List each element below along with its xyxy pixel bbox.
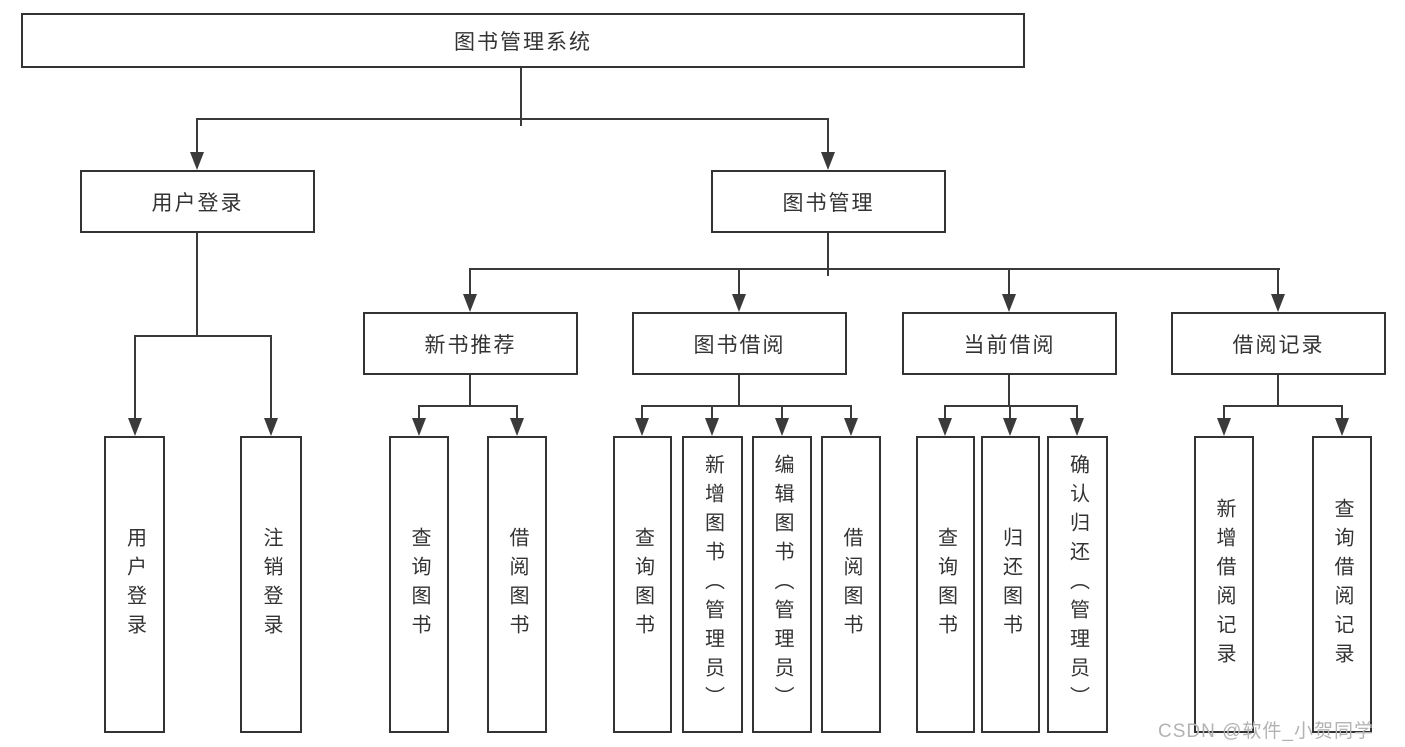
connector-line xyxy=(1008,268,1010,296)
leaf-logout: 注销登录 xyxy=(240,436,302,733)
connector-line xyxy=(1076,405,1078,420)
connector-line xyxy=(944,405,1078,407)
arrow-down-icon xyxy=(510,418,524,436)
node-label: 图书借阅 xyxy=(693,333,786,357)
connector-line xyxy=(134,335,136,420)
arrow-down-icon xyxy=(1271,294,1285,312)
connector-line xyxy=(827,233,829,269)
node-label: 归还图书 xyxy=(999,526,1022,643)
csdn-watermark: CSDN @软件_小贺同学 xyxy=(1158,721,1374,742)
arrow-down-icon xyxy=(705,418,719,436)
node-label: 编辑图书（管理员） xyxy=(771,454,793,715)
leaf-return-books: 归还图书 xyxy=(981,436,1040,733)
leaf-edit-books-admin: 编辑图书（管理员） xyxy=(752,436,812,733)
connector-line xyxy=(196,118,198,154)
node-label: 确认归还（管理员） xyxy=(1066,454,1089,715)
node-label: 借阅记录 xyxy=(1232,333,1325,357)
connector-line xyxy=(1223,405,1225,420)
arrow-down-icon xyxy=(844,418,858,436)
connector-line xyxy=(196,118,829,120)
connector-line xyxy=(1277,268,1279,296)
arrow-down-icon xyxy=(1217,418,1231,436)
node-label: 新书推荐 xyxy=(424,333,517,357)
connector-line xyxy=(469,268,471,296)
connector-line xyxy=(738,268,740,296)
connector-line xyxy=(520,118,522,126)
node-borrowing-records: 借阅记录 xyxy=(1171,312,1386,375)
arrow-down-icon xyxy=(732,294,746,312)
node-label: 查询借阅记录 xyxy=(1331,497,1353,672)
arrow-down-icon xyxy=(190,152,204,170)
node-label: 查询图书 xyxy=(934,526,957,643)
node-label: 注销登录 xyxy=(260,526,282,643)
node-user-login: 用户登录 xyxy=(80,170,315,233)
connector-line xyxy=(196,233,198,337)
connector-line xyxy=(738,375,740,407)
arrow-down-icon xyxy=(775,418,789,436)
leaf-confirm-return-admin: 确认归还（管理员） xyxy=(1047,436,1108,733)
node-book-management: 图书管理 xyxy=(711,170,946,233)
connector-line xyxy=(850,405,852,420)
leaf-query-borrow-record: 查询借阅记录 xyxy=(1312,436,1372,733)
leaf-query-books-current: 查询图书 xyxy=(916,436,975,733)
leaf-query-books-borrowing: 查询图书 xyxy=(613,436,672,733)
connector-line xyxy=(1341,405,1343,420)
connector-line xyxy=(1223,405,1342,407)
connector-line xyxy=(520,68,522,119)
connector-line xyxy=(827,268,829,276)
connector-line xyxy=(641,405,851,407)
node-book-borrowing: 图书借阅 xyxy=(632,312,847,375)
connector-line xyxy=(641,405,643,420)
connector-line xyxy=(270,335,272,420)
connector-line xyxy=(469,375,471,407)
arrow-down-icon xyxy=(821,152,835,170)
arrow-down-icon xyxy=(635,418,649,436)
node-label: 图书管理 xyxy=(782,191,875,215)
node-new-book-recommend: 新书推荐 xyxy=(363,312,578,375)
connector-line xyxy=(781,405,783,420)
node-current-borrowing: 当前借阅 xyxy=(902,312,1117,375)
node-label: 新增借阅记录 xyxy=(1213,497,1235,672)
arrow-down-icon xyxy=(128,418,142,436)
connector-line xyxy=(711,405,713,420)
node-label: 借阅图书 xyxy=(506,526,528,643)
arrow-down-icon xyxy=(1003,418,1017,436)
arrow-down-icon xyxy=(1002,294,1016,312)
node-label: 当前借阅 xyxy=(963,333,1056,357)
arrow-down-icon xyxy=(938,418,952,436)
node-label: 用户登录 xyxy=(123,526,146,643)
node-label: 借阅图书 xyxy=(840,526,862,643)
leaf-borrow-books-recommend: 借阅图书 xyxy=(487,436,547,733)
node-label: 用户登录 xyxy=(151,191,244,215)
connector-line xyxy=(418,405,420,420)
leaf-borrow-books: 借阅图书 xyxy=(821,436,881,733)
arrow-down-icon xyxy=(1335,418,1349,436)
connector-line xyxy=(827,118,829,154)
arrow-down-icon xyxy=(412,418,426,436)
connector-line xyxy=(516,405,518,420)
node-label: 查询图书 xyxy=(631,526,654,643)
connector-line xyxy=(469,268,1280,270)
connector-line xyxy=(418,405,518,407)
arrow-down-icon xyxy=(1070,418,1084,436)
leaf-add-books-admin: 新增图书（管理员） xyxy=(682,436,743,733)
node-label: 新增图书（管理员） xyxy=(701,454,724,715)
leaf-add-borrow-record: 新增借阅记录 xyxy=(1194,436,1254,733)
arrow-down-icon xyxy=(463,294,477,312)
leaf-query-books-recommend: 查询图书 xyxy=(389,436,449,733)
arrow-down-icon xyxy=(264,418,278,436)
connector-line xyxy=(1008,375,1010,407)
connector-line xyxy=(944,405,946,420)
connector-line xyxy=(1277,375,1279,407)
node-root-library-system: 图书管理系统 xyxy=(21,13,1025,68)
node-label: 查询图书 xyxy=(408,526,430,643)
connector-line xyxy=(1009,405,1011,420)
leaf-user-login: 用户登录 xyxy=(104,436,165,733)
node-label: 图书管理系统 xyxy=(454,30,592,54)
connector-line xyxy=(134,335,272,337)
